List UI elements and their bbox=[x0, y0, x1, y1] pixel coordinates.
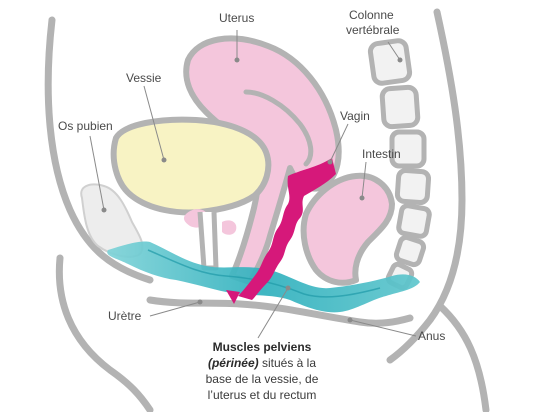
caption-line2: (périnée) situés à la bbox=[208, 356, 316, 370]
leader-vessie bbox=[143, 85, 165, 161]
vertebra-2 bbox=[379, 84, 421, 130]
back-outline bbox=[386, 8, 466, 364]
leader-dot-uterus bbox=[234, 57, 240, 63]
leader-muscles bbox=[257, 287, 289, 339]
vertebrae bbox=[367, 38, 432, 291]
caption-line2-rest: situés à la bbox=[259, 356, 317, 370]
intestine bbox=[300, 172, 395, 286]
caption-line3: base de la vessie, de bbox=[206, 372, 319, 386]
caption-line4: l’uterus et du rectum bbox=[208, 388, 317, 402]
vertebra-1 bbox=[367, 38, 413, 86]
leader-colonne bbox=[387, 41, 401, 61]
label-os-pubien: Os pubien bbox=[58, 119, 113, 133]
abdomen-outline bbox=[44, 16, 154, 284]
bladder bbox=[110, 116, 272, 216]
thigh-outline bbox=[55, 254, 154, 412]
leader-os-pubien bbox=[89, 135, 105, 211]
vertebra-6 bbox=[393, 234, 427, 268]
vertebra-5 bbox=[396, 203, 432, 239]
caption-muscles-pelviens: Muscles pelviens (périnée) situés à la b… bbox=[206, 340, 319, 402]
label-colonne-line1: Colonne bbox=[349, 8, 394, 22]
pubic-bone bbox=[80, 183, 144, 258]
leader-anus bbox=[349, 319, 417, 337]
label-uretre: Urètre bbox=[108, 309, 142, 323]
label-vessie: Vessie bbox=[126, 71, 162, 85]
vertebra-3 bbox=[389, 129, 427, 169]
leader-dot-colonne bbox=[397, 57, 403, 63]
leader-dot-vessie bbox=[161, 157, 167, 163]
label-uterus: Uterus bbox=[219, 11, 254, 25]
leader-dot-anus bbox=[347, 317, 353, 323]
leader-intestin bbox=[361, 161, 367, 199]
leader-lines bbox=[89, 30, 417, 339]
urethra bbox=[197, 211, 219, 271]
leader-uretre bbox=[149, 301, 201, 317]
vertebra-4 bbox=[394, 167, 432, 206]
leader-dot-os-pubien bbox=[101, 207, 107, 213]
leader-dot-uretre bbox=[197, 299, 203, 305]
label-anus: Anus bbox=[418, 329, 445, 343]
caption-line1: Muscles pelviens bbox=[213, 340, 312, 354]
vagina bbox=[238, 158, 336, 300]
leader-dot-vagin bbox=[327, 159, 333, 165]
label-colonne-line2: vertébrale bbox=[346, 23, 400, 37]
leader-dot-intestin bbox=[359, 195, 365, 201]
label-intestin: Intestin bbox=[362, 147, 401, 161]
buttock-outline bbox=[436, 302, 490, 412]
ovary-right bbox=[222, 220, 237, 235]
vaginal-opening bbox=[226, 290, 240, 304]
uterine-cavity bbox=[243, 89, 314, 167]
label-vagin: Vagin bbox=[340, 109, 370, 123]
leader-vagin bbox=[329, 123, 349, 163]
perineum-outline bbox=[146, 296, 414, 327]
leader-dot-muscles bbox=[285, 285, 291, 291]
caption-line2-italic: (périnée) bbox=[208, 356, 259, 370]
